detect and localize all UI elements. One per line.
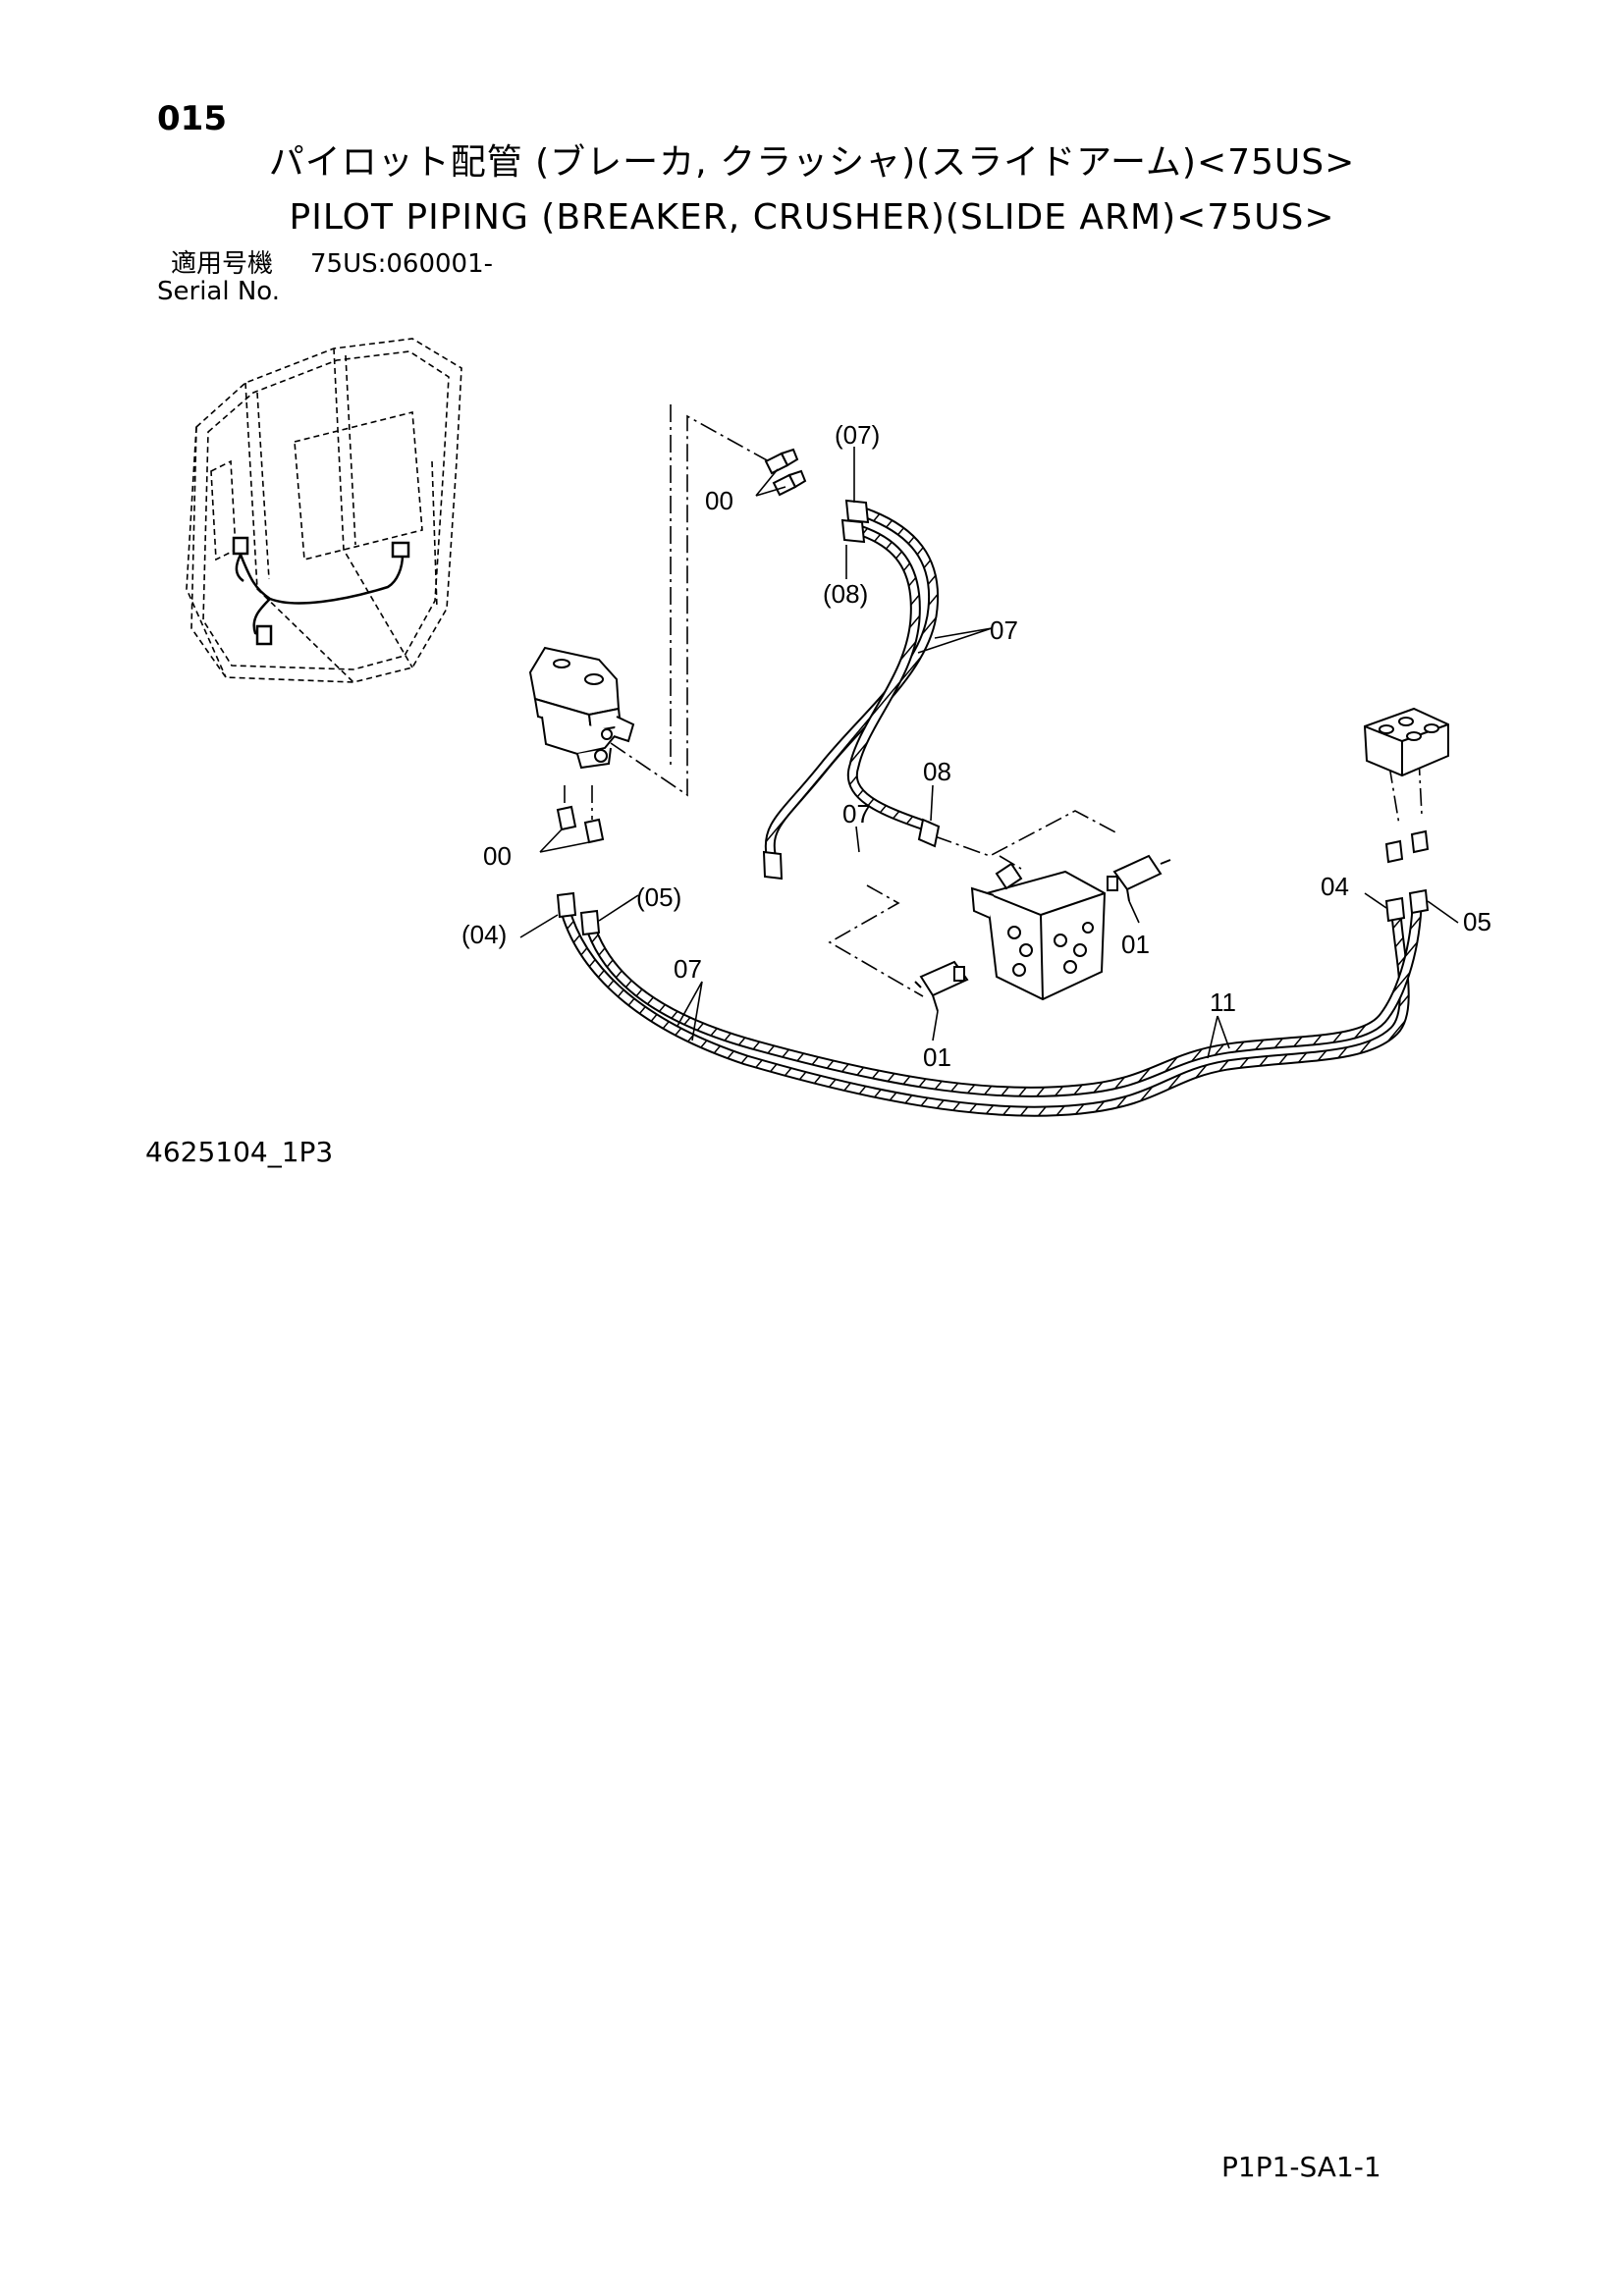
callout-08-paren: (08)	[823, 579, 868, 609]
solenoid-bottom	[914, 960, 969, 1012]
pilot-valve	[528, 646, 635, 770]
right-valve-block	[1363, 707, 1449, 777]
hoses	[559, 507, 1423, 1117]
page-code: P1P1-SA1-1	[1221, 2151, 1381, 2183]
control-valve-block	[970, 862, 1107, 1001]
serial-label-japanese: 適用号機	[171, 249, 274, 279]
callout-01-right: 01	[1121, 930, 1150, 959]
callout-05-paren: (05)	[636, 882, 681, 912]
page-number: 015	[157, 99, 227, 138]
callout-01-bottom: 01	[923, 1042, 951, 1072]
title-english: PILOT PIPING (BREAKER, CRUSHER)(SLIDE AR…	[289, 197, 1335, 238]
callout-11: 11	[1210, 988, 1236, 1017]
callout-07-right: 07	[990, 615, 1018, 645]
drawing-number: 4625104_1P3	[145, 1136, 334, 1168]
cab-harness	[232, 536, 410, 646]
callout-08: 08	[923, 757, 951, 786]
cab-outline	[186, 338, 462, 683]
callout-04-right: 04	[1321, 872, 1349, 901]
serial-label-english: Serial No.	[157, 277, 280, 306]
title-japanese: パイロット配管 (ブレーカ, クラッシャ)(スライドアーム)<75US>	[268, 142, 1356, 183]
callout-labels: 00 (07) (08) 07 08 07 00 (04) (05) 07 01…	[461, 420, 1491, 1072]
callout-00-left: 00	[483, 841, 512, 871]
callout-07-paren: (07)	[835, 420, 880, 450]
callout-07-lower: 07	[674, 954, 702, 984]
callout-04-paren: (04)	[461, 920, 507, 949]
callout-05-right: 05	[1463, 907, 1491, 936]
callout-00-top: 00	[705, 486, 733, 515]
solenoid-right	[1107, 854, 1171, 902]
serial-number-value: 75US:060001-	[310, 249, 494, 279]
fittings	[556, 448, 1430, 936]
leader-lines	[519, 447, 1459, 1059]
callout-07-mid: 07	[842, 799, 871, 828]
